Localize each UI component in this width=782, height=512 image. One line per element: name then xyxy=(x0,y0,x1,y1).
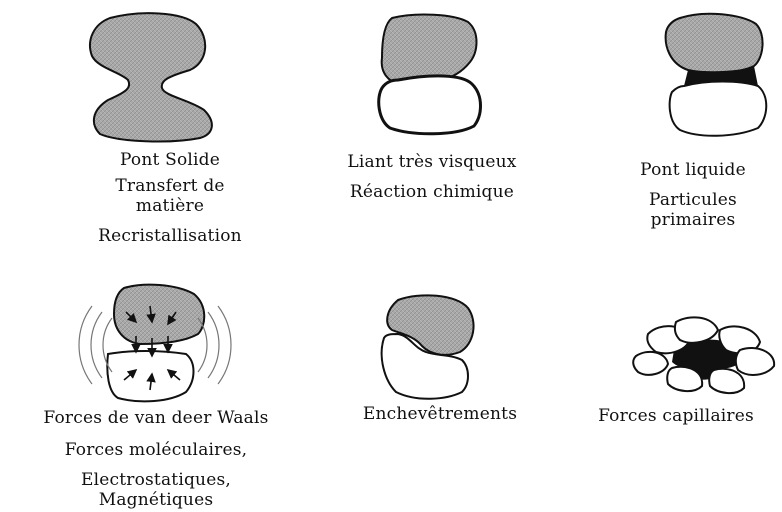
capillary-caption: Forces capillaires xyxy=(572,406,780,426)
caption-line: Réaction chimique xyxy=(312,182,552,202)
caption-line: Liant très visqueux xyxy=(312,152,552,172)
caption-line: Forces capillaires xyxy=(572,406,780,426)
caption-line: Transfert de xyxy=(40,176,300,196)
caption-line: Recristallisation xyxy=(40,226,300,246)
van-der-waals-illustration xyxy=(79,285,231,402)
solid-bridge-illustration xyxy=(90,13,212,141)
entanglement-illustration xyxy=(382,295,474,398)
viscous-binder-illustration xyxy=(379,15,481,134)
caption-line: Forces moléculaires, xyxy=(2,440,310,460)
caption-line: Forces de van deer Waals xyxy=(2,408,310,428)
caption-line: Magnétiques xyxy=(2,490,310,510)
liquid-bridge-caption: Pont liquide Particules primaires xyxy=(604,160,782,230)
entanglement-caption: Enchevêtrements xyxy=(330,404,550,424)
caption-line: Enchevêtrements xyxy=(330,404,550,424)
caption-line: matière xyxy=(40,196,300,216)
van-der-waals-caption: Forces de van deer Waals Forces molécula… xyxy=(2,408,310,510)
solid-bridge-caption: Pont Solide Transfert de matière Recrist… xyxy=(40,150,300,246)
caption-line: Pont liquide xyxy=(604,160,782,180)
caption-line: Particules xyxy=(604,190,782,210)
capillary-illustration xyxy=(633,317,774,393)
caption-line: Electrostatiques, xyxy=(2,470,310,490)
viscous-binder-caption: Liant très visqueux Réaction chimique xyxy=(312,152,552,202)
caption-line: primaires xyxy=(604,210,782,230)
liquid-bridge-illustration xyxy=(666,14,767,136)
caption-line: Pont Solide xyxy=(40,150,300,170)
